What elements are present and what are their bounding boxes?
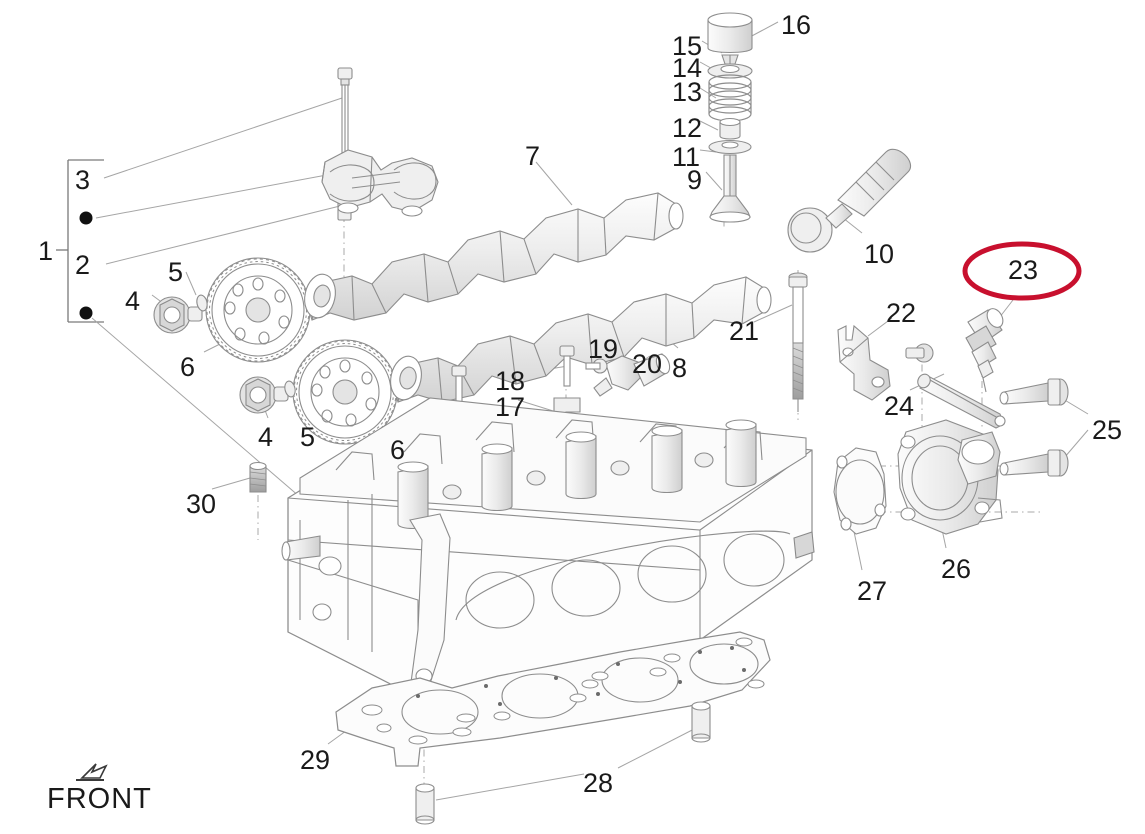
callout-18: 18 — [495, 366, 526, 396]
locating-dowel-28-left — [415, 783, 435, 825]
callout-9: 9 — [687, 165, 703, 195]
callout-5a: 5 — [168, 257, 184, 287]
callout-16: 16 — [781, 10, 812, 40]
locating-dowel-30 — [249, 461, 267, 493]
phaser-bolt-upper — [153, 296, 203, 334]
callout-1: 1 — [38, 236, 54, 266]
callout-14: 14 — [672, 53, 703, 83]
valve-9 — [709, 154, 751, 223]
coolant-temperature-sensor-23 — [965, 308, 1004, 393]
highlight-ellipse-23 — [962, 241, 1082, 301]
bullet-item-3 — [79, 306, 93, 320]
camshaft-position-sensor-20 — [593, 353, 671, 397]
flange-bolt-upper-25 — [999, 378, 1069, 406]
hydraulic-tappet-10 — [787, 148, 911, 253]
callout-17: 17 — [495, 392, 526, 422]
callout-23: 23 — [1008, 255, 1039, 285]
callout-19: 19 — [588, 334, 619, 364]
timing-gear-upper — [205, 257, 311, 363]
spring-seat-11 — [708, 139, 752, 155]
front-orientation-label: FRONT — [47, 783, 152, 815]
callout-3: 3 — [75, 165, 91, 195]
valve-stem-seal-12 — [719, 117, 741, 140]
callout-27: 27 — [857, 576, 888, 606]
thermostat-housing-26 — [897, 419, 1003, 535]
callout-8: 8 — [672, 353, 688, 383]
exhaust-camshaft — [304, 192, 684, 321]
flange-bolt-lower-25 — [999, 449, 1069, 477]
callout-6b: 6 — [390, 435, 406, 465]
cylinder-head-bolt-21 — [788, 272, 808, 412]
valve-spring-13 — [708, 74, 752, 122]
callout-25: 25 — [1092, 415, 1123, 445]
callout-22: 22 — [886, 298, 917, 328]
phaser-bolt-lower — [239, 376, 289, 414]
callout-24: 24 — [884, 391, 915, 421]
callout-26: 26 — [941, 554, 972, 584]
bucket-tappet-16 — [707, 12, 753, 54]
callout-6a: 6 — [180, 352, 196, 382]
camshaft-carrier-bolt — [337, 67, 353, 158]
callout-5b: 5 — [300, 422, 316, 452]
callout-28: 28 — [583, 768, 614, 798]
arrow-front-icon — [76, 763, 108, 781]
callout-13: 13 — [672, 77, 703, 107]
cylinder-head-gasket-29 — [335, 631, 771, 767]
intake-camshaft — [390, 276, 772, 403]
bracket-bolt-right — [559, 345, 575, 387]
camshaft-carrier — [321, 149, 439, 217]
callout-30: 30 — [186, 489, 217, 519]
woodruff-key-lower — [284, 380, 296, 398]
cylinder-head-body — [281, 397, 815, 699]
sensor-bolt-19 — [585, 358, 608, 374]
callout-2: 2 — [75, 250, 91, 280]
callout-20: 20 — [632, 349, 663, 379]
group-bracket-1 — [56, 159, 104, 323]
callout-11: 11 — [672, 142, 701, 172]
callout-15: 15 — [672, 31, 703, 61]
callout-4b: 4 — [258, 422, 274, 452]
callout-4a: 4 — [125, 286, 141, 316]
callout-12: 12 — [672, 113, 703, 143]
woodruff-key-upper — [196, 294, 208, 312]
spring-retainer-14 — [707, 63, 753, 79]
bullet-item-2 — [79, 211, 93, 225]
valve-collet-15 — [721, 54, 739, 65]
bracket-small-bolt — [905, 343, 934, 363]
thermostat-gasket-27 — [833, 447, 887, 535]
dipstick-tube-24 — [917, 373, 1006, 429]
callout-21: 21 — [729, 316, 760, 346]
valve-assembly — [707, 12, 753, 223]
callout-10: 10 — [864, 239, 895, 269]
locating-dowel-28-right — [691, 701, 711, 743]
callout-29: 29 — [300, 745, 331, 775]
support-bracket-22 — [837, 324, 891, 401]
callout-7: 7 — [525, 141, 541, 171]
